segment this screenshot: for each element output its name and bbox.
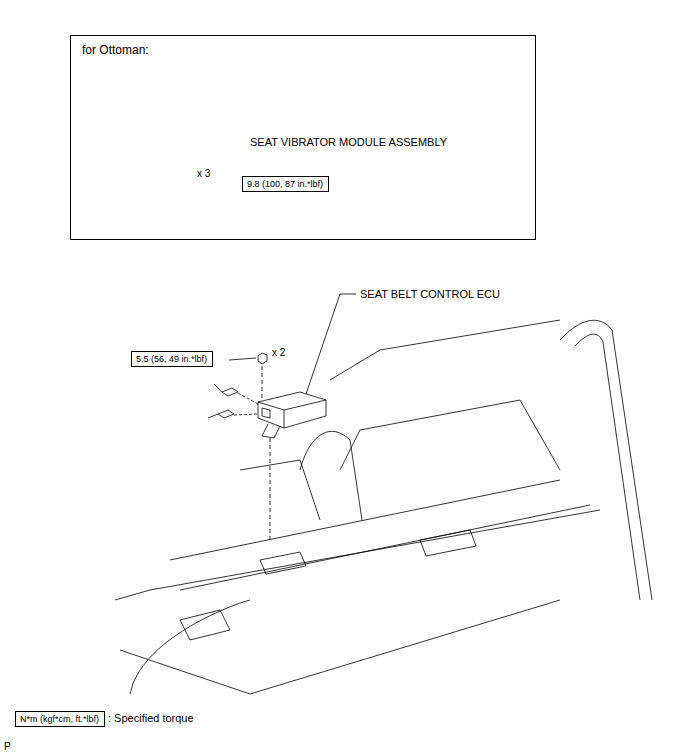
legend-text: : Specified torque <box>108 712 194 725</box>
quantity: x 2 <box>272 346 285 359</box>
part-name: SEAT BELT CONTROL ECU <box>360 288 500 301</box>
torque-box: 5.5 (56, 49 in.*lbf) <box>131 351 213 367</box>
ecu <box>208 384 326 438</box>
node-text: 5.5 (56, 49 in.*lbf) <box>136 353 208 365</box>
node-text: 9.8 (100, 87 in.*lbf) <box>247 178 324 190</box>
part-name: SEAT VIBRATOR MODULE ASSEMBLY <box>250 136 447 149</box>
nut <box>258 353 270 540</box>
page-code: P <box>4 740 11 753</box>
node-text: N*m (kgf*cm, ft.*lbf) <box>20 713 100 725</box>
vehicle-body <box>115 320 652 694</box>
quantity: x 3 <box>197 167 210 180</box>
legend-box: N*m (kgf*cm, ft.*lbf) <box>15 711 105 727</box>
torque-box: 9.8 (100, 87 in.*lbf) <box>242 176 329 192</box>
node-text: for Ottoman: <box>82 43 524 58</box>
